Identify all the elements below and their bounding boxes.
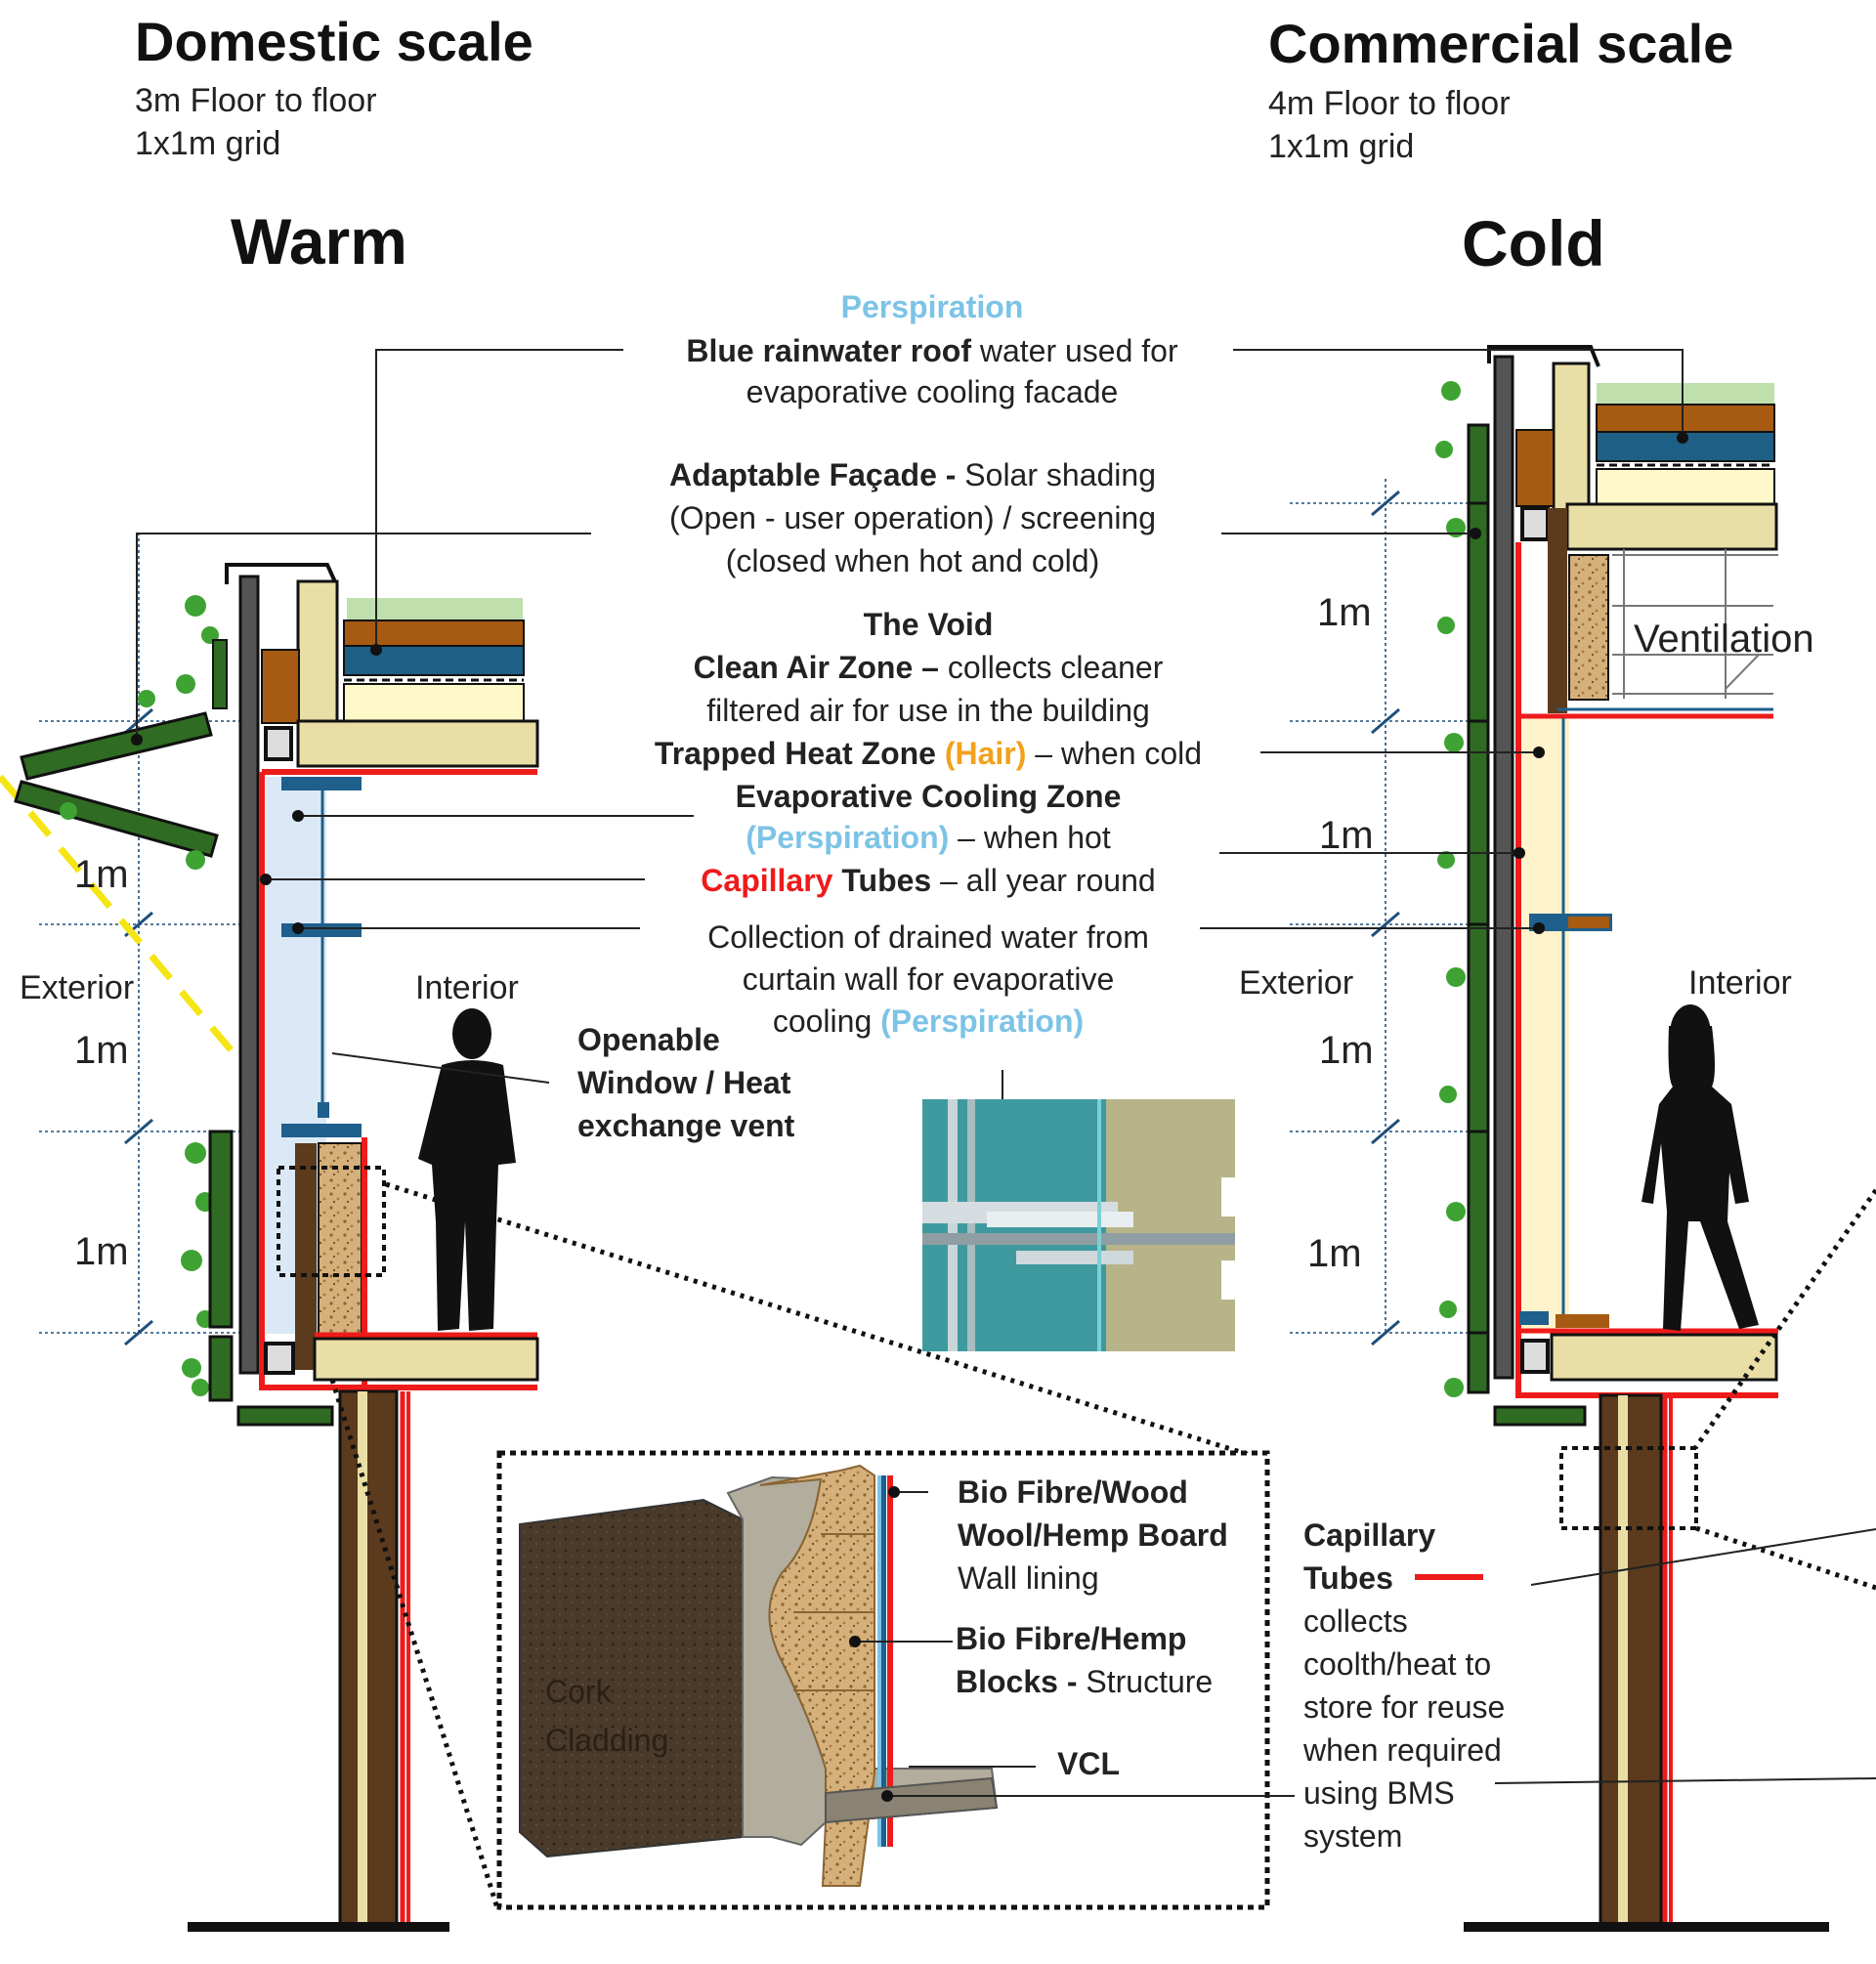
biofibre-line3: Wall lining [958, 1560, 1099, 1596]
capillary-note-title1: Capillary [1303, 1517, 1435, 1553]
person-silhouette-male [418, 1008, 516, 1331]
clean-air-line2: filtered air for use in the building [706, 693, 1150, 728]
trapped-heat-line: Trapped Heat Zone (Hair) – when cold [655, 736, 1202, 771]
leader-lines [131, 349, 1876, 1912]
commercial-dim-4: 1m [1307, 1232, 1362, 1275]
adaptable-shading-panels [14, 711, 219, 858]
domestic-dim-3: 1m [74, 1230, 129, 1273]
domestic-title: Domestic scale [135, 11, 533, 72]
cork-label-line2: Cladding [545, 1723, 668, 1758]
domestic-dim-1: 1m [74, 853, 129, 896]
capillary-line: Capillary Tubes – all year round [701, 863, 1155, 898]
domestic-section: Exterior Interior 1m 1m 1m [0, 533, 539, 1932]
capillary-note-line3: store for reuse [1303, 1689, 1505, 1725]
evaporative-zone-line2: (Perspiration) – when hot [746, 820, 1111, 855]
commercial-title: Commercial scale [1268, 13, 1733, 74]
cork-label-line1: Cork [545, 1674, 613, 1709]
void-title: The Void [864, 607, 994, 642]
capillary-note-title2: Tubes [1303, 1560, 1393, 1596]
climbing-plants-left [60, 595, 219, 1396]
ventilation-duct [1612, 549, 1778, 699]
commercial-interior-label: Interior [1688, 964, 1792, 1002]
blue-roof-line2: evaporative cooling facade [746, 374, 1119, 409]
person-silhouette-female [1642, 1004, 1759, 1331]
curtain-wall-photo [922, 1099, 1243, 1351]
biofibre-line2: Wool/Hemp Board [958, 1517, 1228, 1553]
clean-air-line1: Clean Air Zone – collects cleaner [694, 650, 1164, 685]
capillary-note: Capillary Tubes collects coolth/heat to … [1302, 1517, 1505, 1854]
capillary-note-line2: coolth/heat to [1303, 1646, 1491, 1682]
domestic-grid: 1x1m grid [135, 125, 280, 162]
commercial-dim-1: 1m [1317, 591, 1372, 634]
collection-line1: Collection of drained water from [707, 919, 1149, 955]
facade-line1: Adaptable Façade - Solar shading [669, 457, 1156, 492]
commercial-exterior-label: Exterior [1239, 964, 1353, 1002]
hemp-blocks-line2: Blocks - Structure [956, 1664, 1213, 1699]
collection-line2: curtain wall for evaporative [743, 961, 1115, 997]
central-annotations: Perspiration Blue rainwater roof water u… [577, 289, 1202, 1143]
biofibre-line1: Bio Fibre/Wood [958, 1474, 1188, 1510]
domestic-interior-label: Interior [415, 969, 519, 1006]
warm-heading: Warm [231, 205, 407, 278]
commercial-floor-height: 4m Floor to floor [1268, 85, 1511, 122]
facade-line2: (Open - user operation) / screening [669, 500, 1156, 535]
cold-heading: Cold [1462, 207, 1605, 279]
evaporative-zone-line1: Evaporative Cooling Zone [736, 779, 1122, 814]
collection-line3: cooling (Perspiration) [773, 1003, 1084, 1039]
vcl-label: VCL [1057, 1746, 1120, 1781]
commercial-dim-3: 1m [1319, 1029, 1374, 1072]
hemp-blocks-line1: Bio Fibre/Hemp [956, 1621, 1186, 1656]
capillary-note-line1: collects [1303, 1603, 1408, 1639]
commercial-grid: 1x1m grid [1268, 128, 1414, 165]
capillary-note-line5: using BMS [1303, 1775, 1455, 1811]
wall-detail-inset: Bio Fibre/Wood Wool/Hemp Board Wall lini… [496, 1450, 1295, 1910]
blue-roof-line1: Blue rainwater roof water used for [686, 333, 1178, 368]
capillary-note-line4: when required [1302, 1732, 1502, 1768]
openable-line3: exchange vent [577, 1108, 795, 1143]
openable-line2: Window / Heat [577, 1065, 791, 1100]
perspiration-heading: Perspiration [841, 289, 1024, 324]
domestic-floor-height: 3m Floor to floor [135, 82, 377, 119]
commercial-dim-2: 1m [1319, 814, 1374, 857]
capillary-note-line6: system [1303, 1818, 1402, 1854]
facade-line3: (closed when hot and cold) [726, 543, 1099, 578]
domestic-exterior-label: Exterior [20, 969, 134, 1006]
domestic-dim-2: 1m [74, 1029, 129, 1072]
openable-line1: Openable [577, 1022, 720, 1057]
climbing-plants-right [1435, 381, 1466, 1397]
ventilation-label: Ventilation [1634, 618, 1814, 661]
commercial-section: Ventilation Exterior Interior 1m 1m 1m 1… [1239, 345, 1829, 1932]
